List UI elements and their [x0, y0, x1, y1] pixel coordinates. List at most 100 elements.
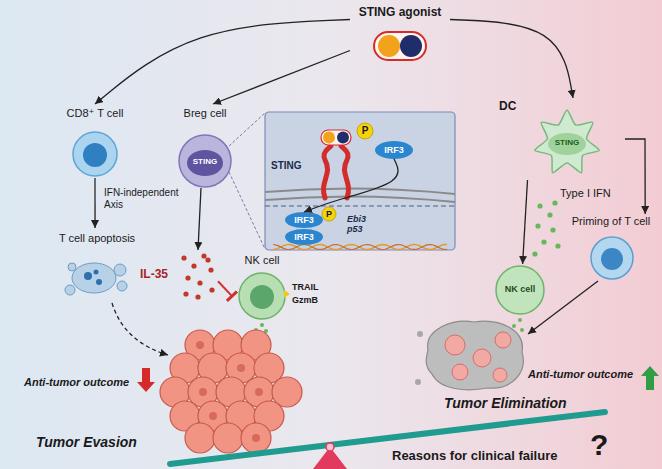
node-label: P: [357, 124, 373, 138]
agonist-half: [378, 35, 400, 57]
connector-arrow: [95, 20, 350, 105]
node-label: P: [322, 207, 336, 221]
cd8-cell: CD8⁺ T cell: [50, 104, 140, 178]
cytokine-dot: [191, 263, 196, 268]
nuclear-envelope: [265, 205, 455, 206]
zoom-line: [229, 172, 265, 249]
irf3-shape: [285, 229, 323, 245]
dna-strand: [273, 245, 447, 250]
cytokine-dot: [197, 280, 202, 285]
node-label: DC: [499, 100, 523, 114]
node-label: STING: [165, 157, 245, 166]
node-label: STING: [271, 160, 315, 172]
cell-body: [239, 273, 285, 319]
tumor-nucleus: [199, 388, 207, 396]
nk-cell: NK cellTRAILGzmB: [232, 254, 326, 322]
ifn-dot: [552, 200, 557, 205]
decrease-arrow: [137, 368, 155, 392]
cytokine-dot: [205, 257, 210, 262]
node-label: Ebi3 p53: [347, 214, 366, 235]
bubble: [68, 263, 76, 271]
cytokine-cluster: IL-35: [138, 250, 218, 302]
dead-tumor-mass: [426, 321, 523, 390]
shape-group: [285, 229, 323, 245]
ifn-dot: [537, 203, 542, 208]
phospho-circle: [357, 123, 373, 139]
shape-group: [73, 132, 117, 176]
node-label: Priming of T cell: [566, 215, 656, 228]
node-label: TRAIL: [292, 282, 326, 292]
seesaw-beam: [170, 412, 605, 464]
tumor-nucleus: [252, 434, 260, 442]
tumor-cell: [241, 423, 271, 453]
apoptotic-cell: T cell apoptosis: [42, 228, 152, 302]
cytokine-dot: [208, 267, 213, 272]
node-label: IRF3: [375, 143, 413, 157]
shape-group: [322, 207, 336, 221]
irf3-shape: [375, 141, 413, 159]
shape-group: [65, 263, 127, 295]
annotation-text: Reasons for clinical failure: [392, 449, 557, 464]
node-label: T cell apoptosis: [42, 232, 152, 245]
annotation-text: Tumor Elimination: [444, 395, 567, 411]
dying-cell: [452, 364, 468, 380]
node-label: GzmB: [292, 295, 326, 305]
cell-nucleus: [601, 248, 623, 270]
granule-dot: [260, 323, 264, 327]
nuclear-fragment: [94, 270, 99, 275]
shape-group: [265, 112, 455, 250]
ifn-dot: [532, 251, 537, 256]
node-label: IRF3: [285, 213, 323, 227]
ifn-dot: [547, 212, 552, 217]
er-membrane: [265, 188, 455, 194]
dendritic-cell: DC STING: [495, 98, 625, 180]
question-mark: ?: [590, 428, 608, 463]
annotation-text: Tumor Evasion: [36, 434, 137, 450]
tumor-cell: [185, 423, 215, 453]
cell-nucleus: [83, 143, 107, 167]
granule-dot: [512, 324, 516, 328]
dying-cell: [445, 335, 465, 355]
node-label: Breg cell: [165, 107, 245, 120]
sting-protein: [323, 146, 331, 198]
tumor-eliminated: [415, 321, 523, 390]
connector-arrow: [450, 20, 573, 99]
dying-cell: [493, 368, 507, 382]
shape-group: [591, 237, 633, 279]
er-membrane: [265, 196, 455, 202]
ifn-dot: [550, 227, 555, 232]
cytokine-dot: [185, 275, 190, 280]
apoptotic-body: [72, 263, 116, 293]
nuclear-fragment: [96, 279, 102, 285]
connector-arrow: [523, 180, 528, 264]
bubble: [114, 264, 126, 276]
trail-receptor: [284, 290, 290, 298]
ifn-dot: [541, 239, 546, 244]
bubble: [65, 285, 75, 295]
cytokine-dot: [209, 287, 214, 292]
fulcrum-pivot: [326, 443, 334, 451]
tumor-nucleus: [255, 388, 263, 396]
shape-group: [285, 212, 323, 228]
increase-arrow: [641, 366, 659, 390]
annotation-text: Type I IFN: [560, 187, 611, 200]
shape-group: [239, 273, 290, 319]
node-label: STING: [537, 138, 597, 147]
cell-fragment: [417, 331, 423, 337]
shape-group: [375, 141, 413, 159]
breg-cell: Breg cellSTING: [165, 104, 245, 188]
cytokine-dot: [201, 253, 206, 258]
cytokine-dot: [183, 291, 188, 296]
shape-group: [535, 110, 599, 173]
node-label: NK cell: [494, 284, 546, 294]
agonist-node: STING agonist: [350, 4, 450, 66]
pathway-inset: STINGEbi3 p53PIRF3IRF3PIRF3: [265, 112, 455, 250]
tumor-nuclei: [196, 341, 263, 442]
dc-body: [535, 110, 599, 173]
node-label: IRF3: [285, 230, 323, 244]
dying-cell: [495, 332, 511, 348]
cytokine-dot: [181, 255, 186, 260]
ligand-half: [323, 132, 335, 144]
